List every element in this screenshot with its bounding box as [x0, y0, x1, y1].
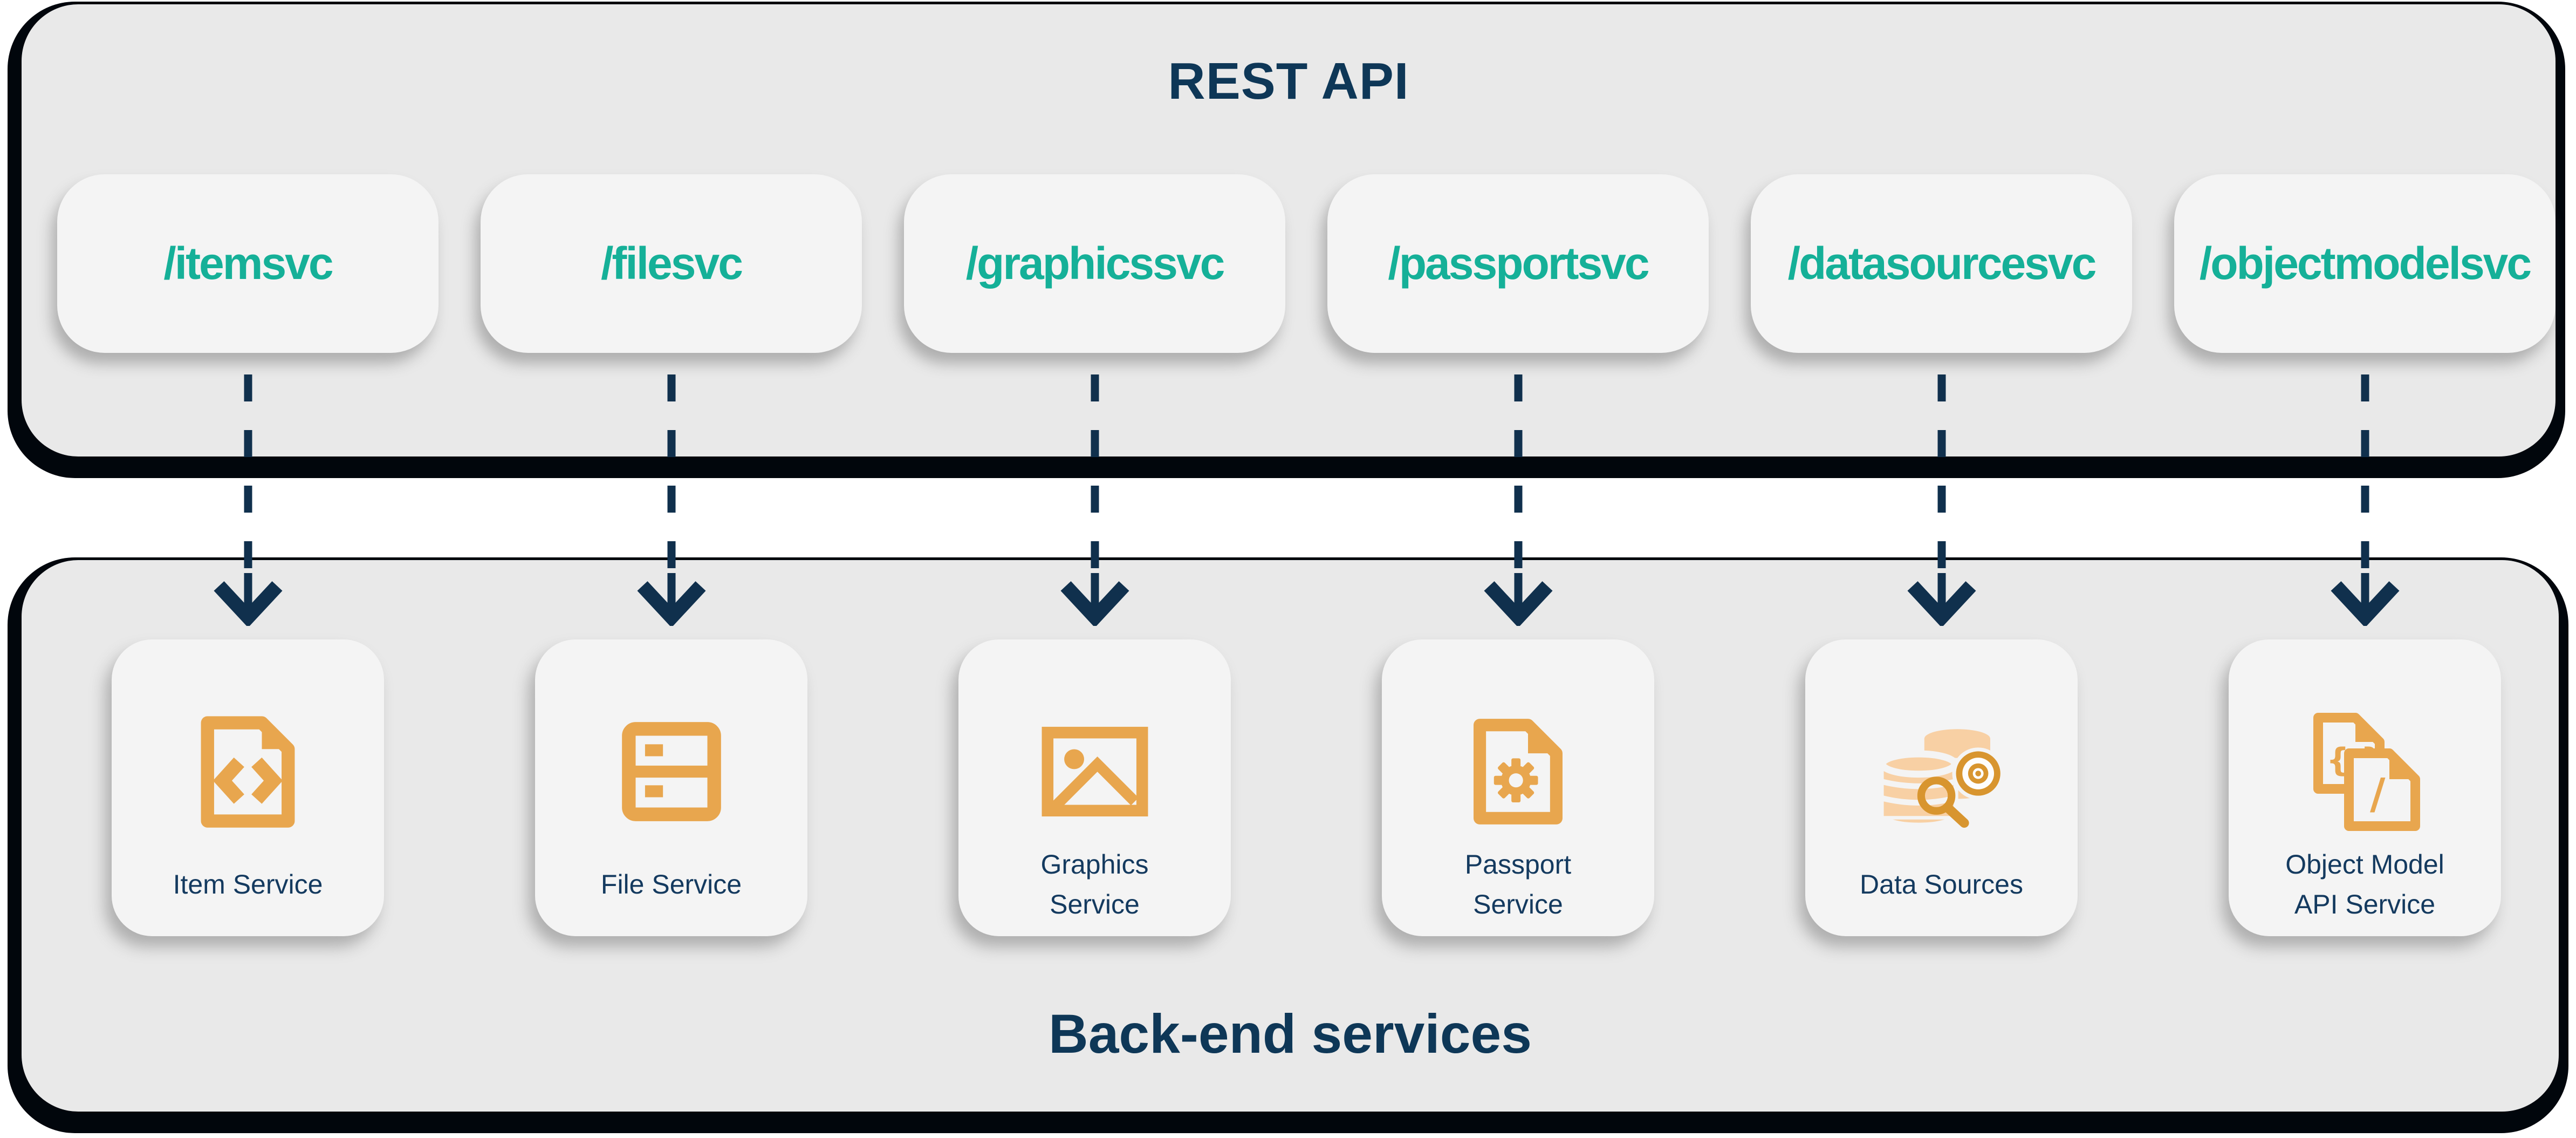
rest-api-title: REST API [1168, 52, 1409, 110]
database-search-target-icon [1805, 704, 2078, 839]
document-gear-icon [1474, 719, 1563, 824]
document-code-icon [201, 715, 295, 828]
document-code-icon [112, 704, 384, 839]
endpoint-pill-filesvc: /filesvc [481, 174, 862, 353]
service-card-graphics: Graphics Service [958, 639, 1231, 936]
svg-text:/: / [2370, 770, 2386, 819]
service-label: Passport Service [1464, 849, 1572, 919]
service-label: Item Service [173, 869, 323, 900]
service-label: File Service [600, 869, 742, 900]
endpoint-label: /graphicssvc [965, 238, 1225, 289]
database-search-target-icon [1879, 729, 2004, 829]
endpoint-pill-itemsvc: /itemsvc [57, 174, 439, 353]
document-gear-icon [1382, 704, 1654, 839]
endpoint-label: /passportsvc [1388, 238, 1649, 289]
documents-code-slash-icon: { } / [2313, 712, 2420, 831]
service-label: Graphics Service [1040, 849, 1149, 919]
endpoint-pill-datasourcesvc: /datasourcesvc [1751, 174, 2132, 353]
service-card-objectmodel: { } / Object Model API Service [2229, 639, 2501, 936]
service-cards-row: Item Service File Service Gra [112, 639, 2501, 936]
endpoint-label: /objectmodelsvc [2199, 238, 2532, 289]
service-card-datasources: Data Sources [1805, 639, 2078, 936]
endpoint-pill-graphicssvc: /graphicssvc [904, 174, 1285, 353]
endpoint-label: /itemsvc [163, 238, 333, 289]
image-icon [958, 704, 1231, 839]
file-server-icon [535, 704, 807, 839]
service-card-item: Item Service [112, 639, 384, 936]
file-server-icon [621, 722, 721, 821]
backend-title: Back-end services [1049, 1003, 1532, 1065]
documents-code-slash-icon: { } / [2229, 704, 2501, 839]
endpoint-pills-row: /itemsvc /filesvc /graphicssvc /passport… [57, 174, 2556, 353]
rest-api-panel: REST API [8, 2, 2565, 478]
service-card-file: File Service [535, 639, 807, 936]
service-label: Object Model API Service [2285, 849, 2444, 919]
service-label: Data Sources [1860, 869, 2023, 900]
endpoint-pill-passportsvc: /passportsvc [1327, 174, 1709, 353]
endpoint-label: /filesvc [601, 238, 743, 289]
backend-services-panel: Back-end services [8, 557, 2568, 1133]
endpoint-label: /datasourcesvc [1787, 238, 2097, 289]
image-icon [1042, 726, 1148, 817]
service-card-passport: Passport Service [1382, 639, 1654, 936]
endpoint-pill-objectmodelsvc: /objectmodelsvc [2174, 174, 2556, 353]
